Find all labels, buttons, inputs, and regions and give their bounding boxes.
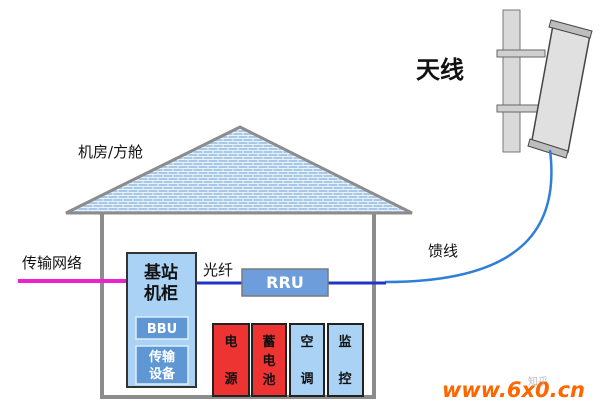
- bbu-label: BBU: [147, 322, 177, 337]
- bbu-box: [135, 316, 189, 340]
- antenna-assembly: [496, 9, 593, 159]
- transmission-equipment-line2: 设备: [149, 366, 176, 382]
- antenna-cap-bottom: [527, 138, 569, 159]
- fiber-label: 光纤: [203, 261, 233, 279]
- antenna-cap-top: [548, 19, 593, 39]
- watermark-faint: 知乎: [528, 375, 548, 388]
- roof: [65, 125, 413, 215]
- power-cabinet-char-2: 源: [224, 371, 237, 387]
- base-station-title-line2: 机柜: [144, 283, 178, 304]
- power-cabinet-char-1: 电: [224, 334, 237, 350]
- battery-cabinet-char-3: 池: [262, 372, 275, 388]
- air-conditioner-char-2: 调: [300, 372, 313, 387]
- air-conditioner-char-1: 空: [300, 334, 313, 350]
- power-cabinet: [212, 323, 250, 397]
- monitoring-cabinet-char-2: 控: [338, 371, 351, 387]
- base-station-title-line1: 基站: [143, 262, 178, 283]
- transmission-equipment-line1: 传输: [148, 349, 176, 365]
- base-station-cabinet: 基站 机柜 BBU 传输 设备: [126, 252, 197, 388]
- monitoring-cabinet: [327, 323, 364, 397]
- watermark-site: www.6x0.cn: [442, 378, 585, 402]
- antenna-panel: [531, 24, 591, 153]
- antenna-label: 天线: [416, 56, 464, 84]
- battery-cabinet-char-2: 电: [262, 353, 275, 369]
- machine-room-label: 机房/方舱: [78, 143, 143, 161]
- rru-box: [241, 268, 329, 297]
- feeder-cable: [384, 149, 553, 284]
- battery-cabinet-char-1: 蓄: [262, 334, 275, 350]
- feeder-label: 馈线: [428, 242, 458, 260]
- transmission-equipment-box: [135, 345, 189, 385]
- transmission-network-label: 传输网络: [22, 254, 82, 272]
- antenna-bracket-top: [496, 49, 546, 58]
- battery-cabinet: [251, 323, 287, 397]
- air-conditioner-cabinet: [289, 323, 325, 397]
- antenna-pole: [502, 9, 521, 153]
- rru-label: RRU: [266, 273, 304, 292]
- monitoring-cabinet-char-1: 监: [338, 334, 351, 350]
